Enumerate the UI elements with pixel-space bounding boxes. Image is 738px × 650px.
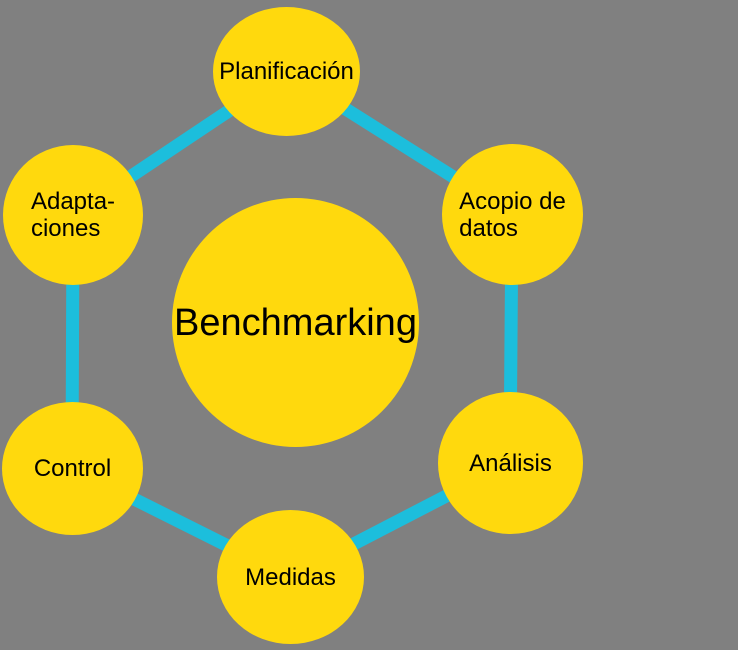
node-benchmarking-label: Benchmarking [174,301,417,344]
node-planificacion-label: Planificación [219,58,354,85]
node-analisis-label: Análisis [469,449,552,477]
node-acopio-de-datos: Acopio de datos [442,144,583,285]
node-benchmarking: Benchmarking [172,198,419,447]
node-control: Control [2,402,143,535]
node-control-label: Control [33,455,112,482]
node-adaptaciones: Adapta- ciones [3,145,143,285]
node-acopio-de-datos-label: Acopio de datos [459,187,566,242]
node-adaptaciones-label: Adapta- ciones [30,188,116,242]
node-planificacion: Planificación [213,7,360,136]
node-medidas: Medidas [217,510,364,644]
node-analisis: Análisis [438,392,583,534]
node-medidas-label: Medidas [245,563,336,591]
